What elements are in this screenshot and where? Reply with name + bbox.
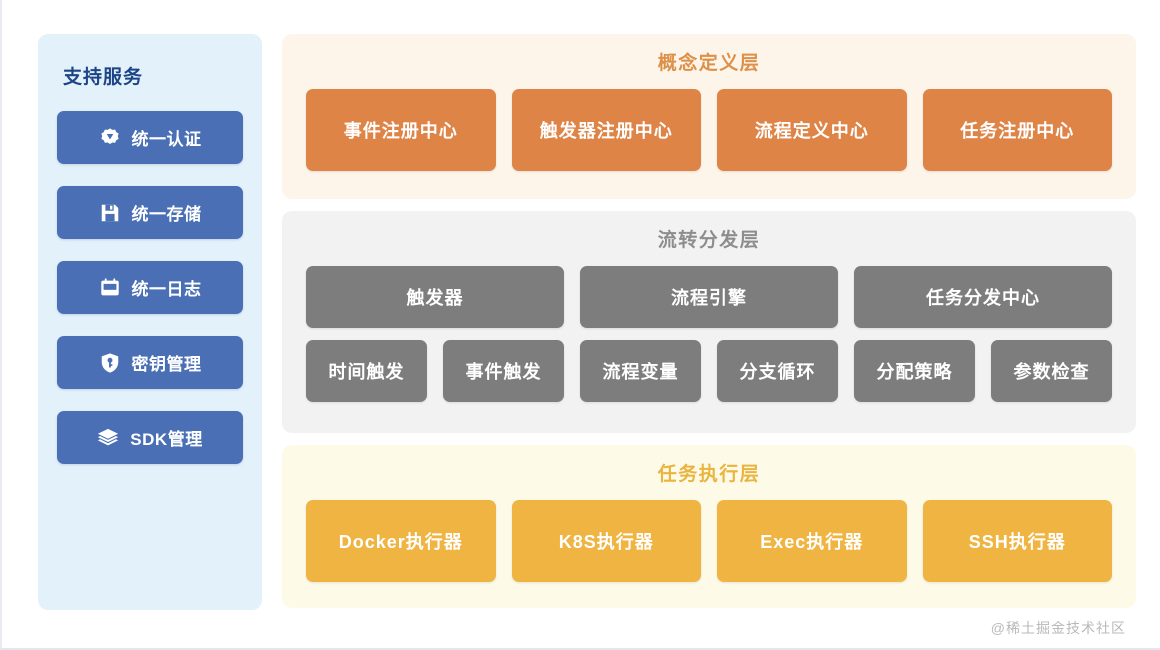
architecture-layers: 概念定义层 事件注册中心 触发器注册中心 流程定义中心 任务注册中心 流转分发层… — [282, 34, 1136, 636]
layers-stack-icon — [97, 427, 119, 449]
flow-box-time-trigger[interactable]: 时间触发 — [306, 340, 427, 403]
concept-box-task-registry[interactable]: 任务注册中心 — [922, 89, 1112, 171]
sidebar-item-unified-storage[interactable]: 统一存储 — [57, 186, 243, 239]
sidebar-item-sdk-management[interactable]: SDK管理 — [57, 411, 243, 464]
flow-box-process-engine[interactable]: 流程引擎 — [580, 266, 838, 329]
sidebar-title: 支持服务 — [63, 67, 144, 88]
shield-key-icon — [99, 352, 121, 374]
layer-concept-definition: 概念定义层 事件注册中心 触发器注册中心 流程定义中心 任务注册中心 — [282, 34, 1136, 200]
sidebar-item-unified-log[interactable]: 统一日志 — [57, 261, 243, 314]
sidebar-item-label: 密钥管理 — [131, 355, 202, 374]
support-services-sidebar: 支持服务 统一认证 — [38, 34, 262, 610]
concept-box-trigger-registry[interactable]: 触发器注册中心 — [511, 89, 701, 171]
layer-flow-dispatch: 流转分发层 触发器 流程引擎 任务分发中心 时间触发 事件触发 流程变量 分支循… — [282, 211, 1136, 433]
floppy-disk-icon — [99, 202, 121, 224]
exec-box-docker-executor[interactable]: Docker执行器 — [306, 499, 496, 582]
layer-title-concept: 概念定义层 — [657, 53, 761, 74]
exec-box-row: Docker执行器 K8S执行器 Exec执行器 SSH执行器 — [306, 499, 1112, 582]
concept-box-process-definition[interactable]: 流程定义中心 — [717, 89, 907, 171]
layer-title-flow: 流转分发层 — [657, 230, 761, 252]
flow-bottom-row: 时间触发 事件触发 流程变量 分支循环 分配策略 参数检查 — [306, 340, 1112, 403]
flow-box-event-trigger[interactable]: 事件触发 — [443, 340, 564, 403]
sidebar-item-label: 统一存储 — [131, 205, 202, 224]
concept-box-event-registry[interactable]: 事件注册中心 — [306, 89, 496, 171]
certificate-badge-icon — [99, 127, 121, 149]
flow-box-parameter-check[interactable]: 参数检查 — [991, 340, 1112, 403]
layer-task-execution: 任务执行层 Docker执行器 K8S执行器 Exec执行器 SSH执行器 — [282, 444, 1136, 608]
sidebar-item-label: 统一日志 — [131, 280, 202, 299]
flow-box-allocation-strategy[interactable]: 分配策略 — [854, 340, 975, 403]
exec-box-exec-executor[interactable]: Exec执行器 — [717, 499, 907, 582]
flow-top-row: 触发器 流程引擎 任务分发中心 — [306, 266, 1112, 329]
layer-title-exec: 任务执行层 — [657, 463, 761, 485]
logbook-icon — [99, 277, 121, 299]
sidebar-item-label: 统一认证 — [131, 130, 202, 149]
flow-box-branch-loop[interactable]: 分支循环 — [717, 340, 838, 403]
flow-box-trigger[interactable]: 触发器 — [306, 266, 564, 329]
flow-box-task-dispatch-center[interactable]: 任务分发中心 — [854, 266, 1112, 329]
concept-box-row: 事件注册中心 触发器注册中心 流程定义中心 任务注册中心 — [306, 89, 1112, 171]
flow-box-process-variable[interactable]: 流程变量 — [580, 340, 701, 403]
sidebar-item-label: SDK管理 — [130, 430, 203, 449]
sidebar-item-key-management[interactable]: 密钥管理 — [57, 336, 243, 389]
watermark: @稀土掘金技术社区 — [990, 620, 1126, 636]
support-services-list: 统一认证 统一存储 — [57, 111, 243, 464]
exec-box-k8s-executor[interactable]: K8S执行器 — [511, 499, 701, 582]
sidebar-item-unified-auth[interactable]: 统一认证 — [57, 111, 243, 164]
exec-box-ssh-executor[interactable]: SSH执行器 — [922, 499, 1112, 582]
